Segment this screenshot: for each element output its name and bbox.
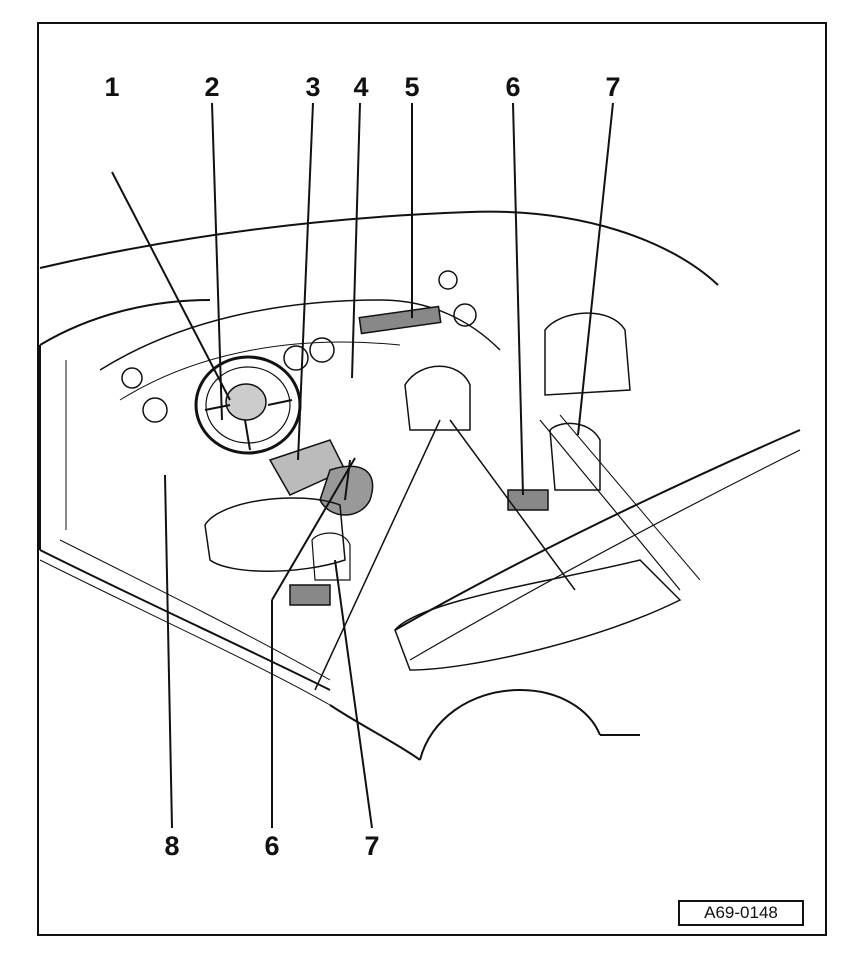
leader-lines (111, 102, 614, 829)
sensor-left (289, 584, 331, 606)
callout-2: 2 (204, 72, 219, 102)
callouts-top: 1 2 3 4 5 6 7 (104, 72, 620, 102)
callout-8: 8 (164, 831, 179, 861)
sensors (289, 489, 549, 606)
dashboard (99, 270, 501, 423)
callout-3: 3 (305, 72, 320, 102)
callout-6-top: 6 (505, 72, 520, 102)
reference-code: A69-0148 (704, 903, 778, 922)
callouts-bottom: 8 6 7 (164, 831, 379, 861)
car-body (39, 210, 801, 761)
center-console (268, 439, 374, 516)
steering-wheel (194, 355, 302, 455)
diagram-frame (37, 22, 827, 936)
callout-1: 1 (104, 72, 119, 102)
reference-code-box: A69-0148 (678, 900, 804, 926)
callout-5: 5 (404, 72, 419, 102)
front-seats (204, 312, 682, 671)
callout-4: 4 (353, 72, 368, 102)
callout-7-top: 7 (605, 72, 620, 102)
callout-7-bottom: 7 (364, 831, 379, 861)
callout-6-bottom: 6 (264, 831, 279, 861)
